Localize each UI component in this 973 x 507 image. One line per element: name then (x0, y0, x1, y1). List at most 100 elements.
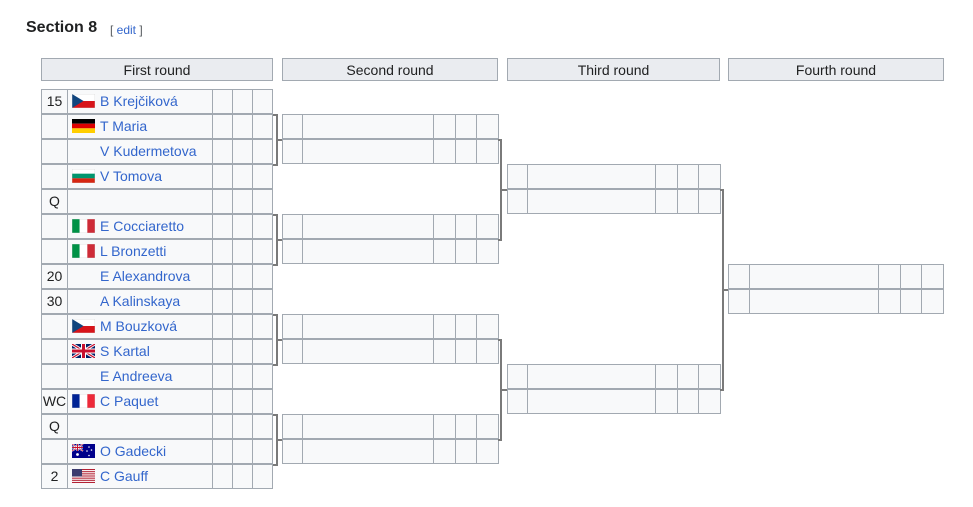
r4-seed-cell (728, 264, 750, 289)
r2-seed-cell (282, 114, 303, 139)
r3-score-cell (698, 164, 721, 189)
r2-seed-cell (282, 139, 303, 164)
r2-player-cell (302, 439, 435, 464)
r3-player-cell (527, 164, 657, 189)
score-cell (232, 289, 253, 314)
r3-seed-cell (507, 189, 528, 214)
round-header-third: Third round (507, 58, 720, 81)
score-cell (252, 439, 273, 464)
score-cell (232, 239, 253, 264)
player-name-link[interactable]: E Alexandrova (100, 268, 191, 284)
score-cell (212, 414, 233, 439)
r2-score-cell (476, 339, 499, 364)
score-cell (252, 89, 273, 114)
r2-player-cell (302, 339, 435, 364)
bracket-connector (276, 239, 282, 241)
player-name-link[interactable]: O Gadecki (100, 443, 167, 459)
score-cell (232, 439, 253, 464)
score-cell (232, 389, 253, 414)
score-cell (232, 189, 253, 214)
score-cell (252, 239, 273, 264)
score-cell (252, 339, 273, 364)
edit-link[interactable]: edit (116, 23, 137, 37)
player-name-link[interactable]: E Andreeva (100, 368, 173, 384)
r2-score-cell (455, 439, 478, 464)
score-cell (232, 114, 253, 139)
bracket-connector (500, 189, 507, 191)
round-header-first: First round (41, 58, 273, 81)
bulgarian-flag-icon (72, 169, 95, 183)
r2-player-cell (302, 139, 435, 164)
czech-flag-icon (72, 94, 95, 108)
bracket-connector (273, 464, 277, 466)
seed-cell: 2 (41, 464, 68, 489)
r2-score-cell (455, 239, 478, 264)
score-cell (212, 464, 233, 489)
r2-score-cell (455, 414, 478, 439)
score-cell (252, 414, 273, 439)
score-cell (232, 414, 253, 439)
bracket-connector (273, 314, 277, 316)
score-cell (252, 214, 273, 239)
seed-cell: 20 (41, 264, 68, 289)
player-name-link[interactable]: T Maria (100, 118, 148, 134)
player-cell: V Tomova (67, 164, 213, 189)
player-name-link[interactable]: C Gauff (100, 468, 148, 484)
r2-player-cell (302, 314, 435, 339)
french-flag-icon (72, 394, 95, 408)
score-cell (252, 314, 273, 339)
australian-flag-icon (72, 444, 95, 458)
r2-player-cell (302, 114, 435, 139)
score-cell (232, 464, 253, 489)
score-cell (212, 239, 233, 264)
edit-bracket-close: ] (136, 23, 143, 37)
score-cell (212, 139, 233, 164)
bracket-connector (498, 339, 501, 341)
seed-cell (41, 239, 68, 264)
r2-score-cell (476, 114, 499, 139)
player-name-link[interactable]: L Bronzetti (100, 243, 167, 259)
us-flag-icon (72, 469, 95, 483)
r2-seed-cell (282, 314, 303, 339)
r2-score-cell (433, 139, 456, 164)
score-cell (232, 339, 253, 364)
score-cell (212, 164, 233, 189)
bracket-connector (273, 414, 277, 416)
r2-score-cell (433, 239, 456, 264)
r3-player-cell (527, 364, 657, 389)
r3-score-cell (698, 364, 721, 389)
player-cell: A Kalinskaya (67, 289, 213, 314)
score-cell (212, 214, 233, 239)
player-name-link[interactable]: B Krejčiková (100, 93, 178, 109)
score-cell (212, 339, 233, 364)
edit-bracket-open: [ (110, 23, 117, 37)
player-name-link[interactable]: A Kalinskaya (100, 293, 181, 309)
player-name-link[interactable]: C Paquet (100, 393, 159, 409)
bracket-connector (276, 339, 282, 341)
bracket-connector (273, 214, 277, 216)
r3-score-cell (677, 164, 700, 189)
r2-score-cell (433, 214, 456, 239)
r4-score-cell (921, 289, 944, 314)
player-name-link[interactable]: V Tomova (100, 168, 162, 184)
r2-seed-cell (282, 439, 303, 464)
r4-score-cell (900, 264, 923, 289)
player-name-link[interactable]: M Bouzková (100, 318, 178, 334)
score-cell (212, 114, 233, 139)
r3-score-cell (655, 389, 678, 414)
player-cell: L Bronzetti (67, 239, 213, 264)
player-cell: O Gadecki (67, 439, 213, 464)
player-cell: S Kartal (67, 339, 213, 364)
bracket-connector (273, 114, 277, 116)
score-cell (232, 139, 253, 164)
score-cell (212, 314, 233, 339)
player-name-link[interactable]: V Kudermetova (100, 143, 197, 159)
player-cell: B Krejčiková (67, 89, 213, 114)
italian-flag-icon (72, 244, 95, 258)
r4-score-cell (900, 289, 923, 314)
seed-cell: 30 (41, 289, 68, 314)
player-name-link[interactable]: S Kartal (100, 343, 150, 359)
player-name-link[interactable]: E Cocciaretto (100, 218, 185, 234)
bracket-connector (720, 189, 723, 191)
seed-cell: Q (41, 189, 68, 214)
